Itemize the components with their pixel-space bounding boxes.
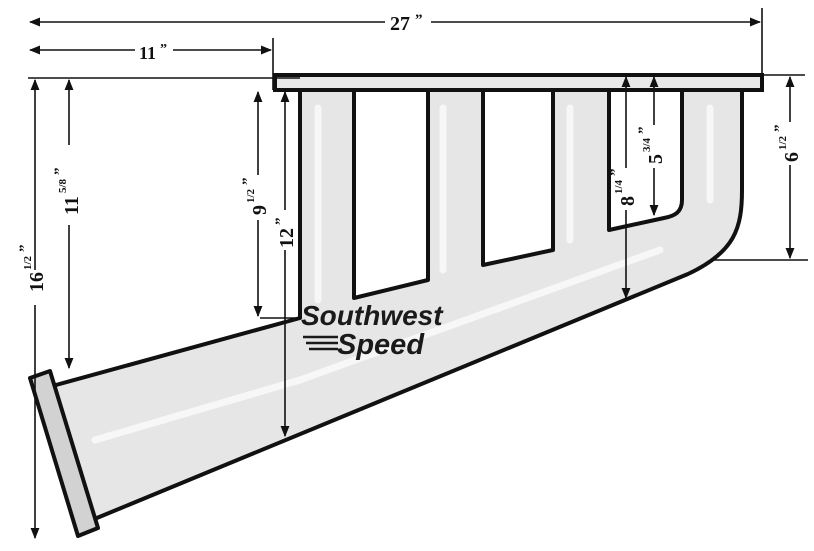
svg-text:11: 11	[139, 43, 156, 63]
svg-text:”: ”	[772, 125, 788, 133]
label-tube-d: 5 3/4 ”	[636, 127, 667, 165]
label-tube-c: 8 1/4 ”	[608, 169, 639, 207]
svg-text:”: ”	[273, 218, 289, 226]
svg-text:”: ”	[52, 168, 68, 176]
svg-text:11: 11	[61, 196, 83, 215]
label-total-height: 16 1/2 ”	[17, 245, 48, 293]
label-offset-length: 11 ”	[135, 40, 173, 63]
svg-text:”: ”	[415, 12, 423, 28]
svg-text:”: ”	[240, 178, 256, 186]
svg-text:1/2: 1/2	[245, 188, 257, 203]
svg-text:5/8: 5/8	[57, 178, 69, 193]
svg-text:”: ”	[636, 127, 652, 135]
svg-text:27: 27	[390, 13, 410, 35]
svg-text:6: 6	[781, 152, 803, 162]
svg-text:3/4: 3/4	[641, 137, 653, 152]
svg-text:5: 5	[645, 154, 667, 164]
svg-text:16: 16	[26, 272, 48, 292]
label-flange-to-outlet: 11 5/8 ”	[52, 168, 83, 216]
svg-text:”: ”	[17, 245, 33, 253]
svg-text:1/2: 1/2	[777, 135, 789, 150]
svg-text:1/4: 1/4	[613, 179, 625, 194]
label-overall-length: 27 ”	[385, 10, 431, 35]
svg-text:12: 12	[276, 228, 298, 248]
label-right-height: 6 1/2 ”	[772, 125, 803, 163]
label-tube-b: 12 ”	[273, 218, 298, 249]
speed-lines	[303, 335, 338, 351]
svg-text:9: 9	[249, 205, 271, 215]
svg-text:Southwest: Southwest	[301, 300, 444, 331]
svg-text:”: ”	[608, 169, 624, 177]
svg-text:”: ”	[160, 42, 167, 57]
svg-text:8: 8	[617, 196, 639, 206]
head-flange	[273, 73, 764, 92]
label-tube-a: 9 1/2 ”	[240, 178, 271, 216]
outlet-flange	[28, 369, 100, 538]
southwest-speed-logo: Southwest Speed	[301, 300, 444, 361]
svg-text:1/2: 1/2	[22, 255, 34, 270]
tube-highlights	[91, 104, 714, 444]
svg-text:Speed: Speed	[337, 329, 425, 361]
